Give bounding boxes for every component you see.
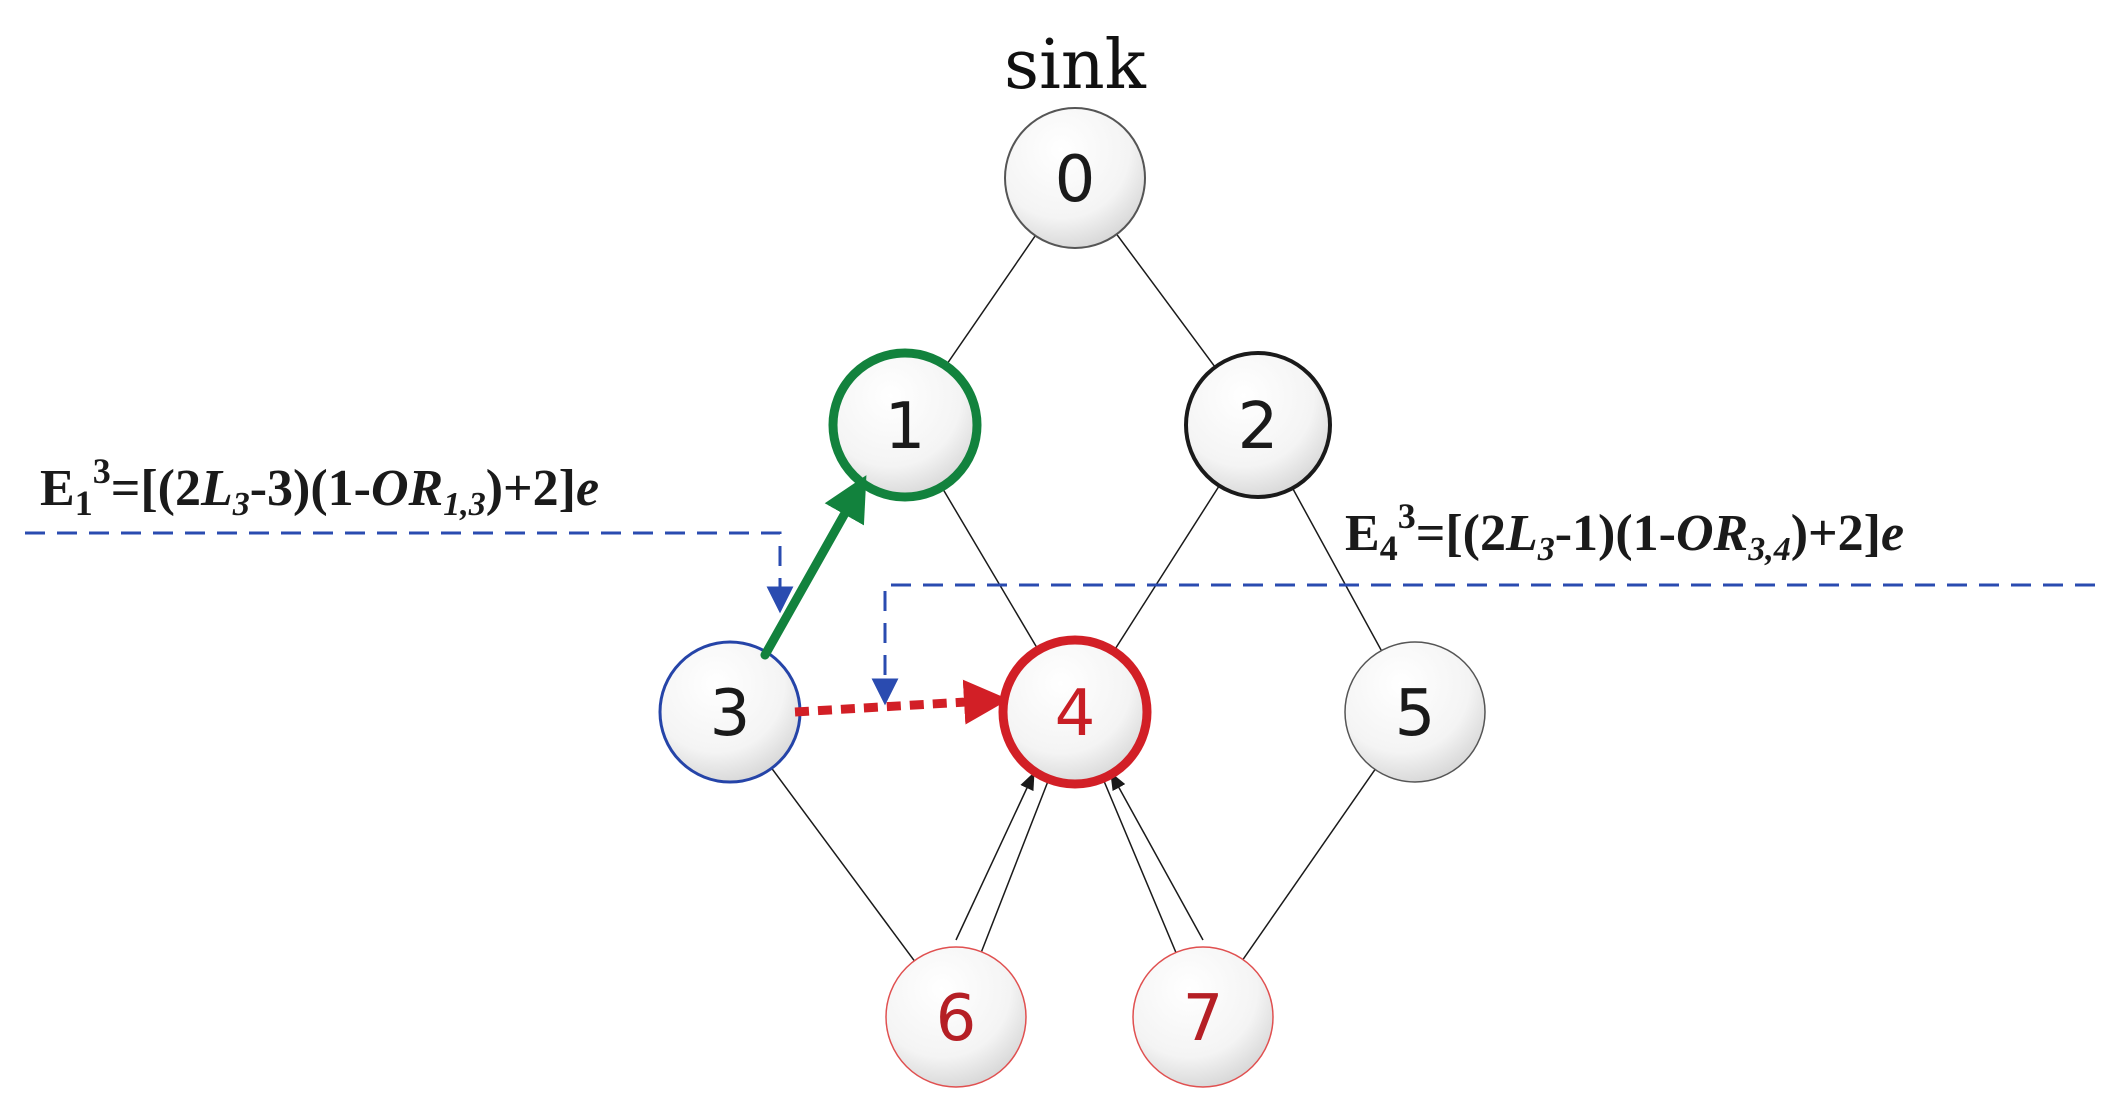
node-6-label: 6 [936,982,977,1056]
node-0-circle [1004,107,1146,249]
formula-1: E13=[(2L3-3)(1-OR1,3)+2]e [40,451,599,523]
node-0: 0 [1004,107,1146,249]
node-6: 6 [885,946,1027,1088]
formula-2: E43=[(2L3-1)(1-OR3,4)+2]e [1345,496,1904,568]
edge-6-4-arrow [955,771,1035,941]
formula-1-dashed-pointer [25,531,794,614]
edge-layer [729,177,1416,1018]
node-6-circle [885,946,1027,1088]
node-2-circle [1184,351,1332,499]
node-1-circle [828,348,982,502]
node-layer: 0 1 2 3 4 5 6 7 [658,107,1486,1088]
node-3-label: 3 [710,677,751,751]
node-7-label: 7 [1183,982,1224,1056]
node-4-label: 4 [1055,677,1096,751]
node-5-label: 5 [1395,677,1436,751]
node-3: 3 [658,640,802,784]
node-1-label: 1 [885,390,926,464]
node-7: 7 [1132,946,1274,1088]
node-2: 2 [1184,351,1332,499]
red-arrow-3-to-4 [794,679,1009,725]
formula-2-dashed-pointer [871,583,2095,706]
edge-7-4-arrow [1110,771,1204,941]
green-arrow-3-to-1 [760,475,867,660]
node-7-circle [1132,946,1274,1088]
node-1: 1 [828,348,982,502]
node-5-circle [1344,641,1486,783]
node-4: 4 [998,635,1152,789]
node-2-label: 2 [1238,390,1279,464]
sink-label: sink [1004,26,1146,105]
node-0-label: 0 [1055,143,1096,217]
node-5: 5 [1344,641,1486,783]
